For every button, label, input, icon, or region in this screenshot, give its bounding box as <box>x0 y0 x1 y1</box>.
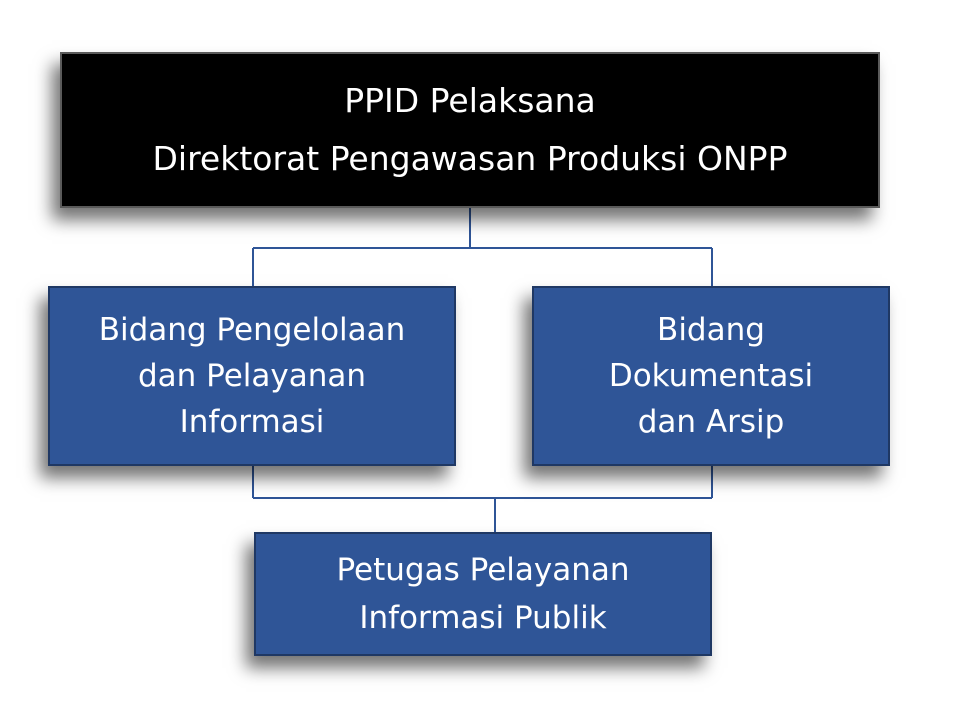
node-petugas-pelayanan: Petugas Pelayanan Informasi Publik <box>254 532 712 656</box>
node-petugas-pelayanan-line-1: Petugas Pelayanan <box>336 552 630 588</box>
node-bidang-pengelolaan-line-2: dan Pelayanan <box>137 358 367 394</box>
node-bidang-dokumentasi-line-1: Bidang <box>657 312 765 348</box>
node-ppid-pelaksana-line-2: Direktorat Pengawasan Produksi ONPP <box>152 139 788 178</box>
node-bidang-pengelolaan-line-3: Informasi <box>179 404 325 440</box>
node-bidang-dokumentasi-line-2: Dokumentasi <box>608 358 814 394</box>
node-bidang-pengelolaan-line-1: Bidang Pengelolaan <box>98 312 406 348</box>
node-bidang-pengelolaan: Bidang Pengelolaan dan Pelayanan Informa… <box>48 286 456 466</box>
node-bidang-dokumentasi-line-3: dan Arsip <box>637 404 785 440</box>
node-bidang-dokumentasi: Bidang Dokumentasi dan Arsip <box>532 286 890 466</box>
node-ppid-pelaksana-line-1: PPID Pelaksana <box>344 81 596 120</box>
node-ppid-pelaksana: PPID Pelaksana Direktorat Pengawasan Pro… <box>60 52 880 208</box>
node-petugas-pelayanan-line-2: Informasi Publik <box>359 600 607 636</box>
